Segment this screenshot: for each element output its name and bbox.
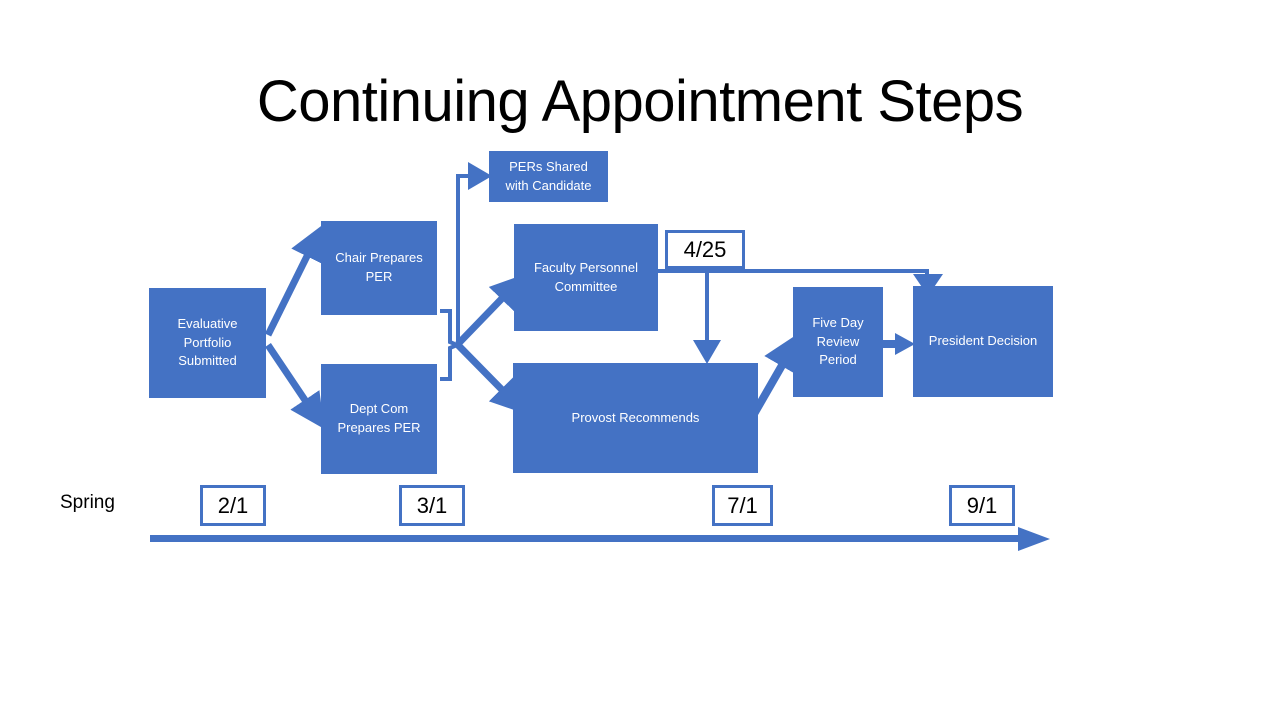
timeline-milestone-3-1[interactable]: 3/1 — [399, 485, 465, 526]
process-box-pers-shared[interactable]: PERs Shared with Candidate — [489, 151, 608, 202]
callout-label: 4/25 — [683, 236, 727, 262]
connector-bracket-to-pers-vertical — [456, 176, 460, 346]
connector-fpc-to-president-arrowhead — [913, 274, 943, 296]
connector-bracket-to-fpc — [455, 273, 526, 347]
process-box-evaluative-portfolio[interactable]: Evaluative Portfolio Submitted — [149, 288, 266, 398]
connector-bracket-to-pers-arrowhead — [468, 162, 492, 190]
milestone-label: 2/1 — [217, 492, 249, 518]
connector-fpc-to-provost-line — [705, 266, 709, 348]
timeline-season-label: Spring — [60, 492, 115, 513]
process-box-label: President Decision — [928, 333, 1038, 349]
milestone-label: 7/1 — [727, 492, 758, 518]
process-box-provost-recommends[interactable]: Provost Recommends — [513, 363, 758, 473]
connector-portfolio-to-dept-com — [265, 343, 325, 429]
process-box-label: Five Day Review Period — [812, 314, 864, 368]
connector-five-day-to-president — [881, 333, 915, 355]
timeline-axis-arrowhead — [1018, 527, 1050, 551]
timeline-milestone-2-1[interactable]: 2/1 — [200, 485, 266, 526]
process-box-president-decision[interactable]: President Decision — [913, 286, 1053, 397]
milestone-label: 3/1 — [416, 492, 448, 518]
connector-portfolio-to-chair — [264, 224, 323, 337]
connector-fpc-to-president-horizontal — [658, 269, 929, 273]
callout-date-425[interactable]: 4/25 — [665, 230, 745, 269]
timeline-axis-bar — [150, 535, 1022, 542]
process-box-label: Evaluative Portfolio Submitted — [177, 315, 238, 369]
process-box-label: PERs Shared with Candidate — [505, 158, 592, 193]
process-box-label: Provost Recommends — [571, 409, 700, 425]
connector-provost-to-five-day — [750, 331, 802, 416]
process-box-dept-com-prepares-per[interactable]: Dept Com Prepares PER — [321, 364, 437, 474]
process-box-five-day-review[interactable]: Five Day Review Period — [793, 287, 883, 397]
process-box-label: Dept Com Prepares PER — [337, 401, 421, 435]
connector-fpc-to-provost-arrowhead — [693, 340, 721, 364]
process-box-faculty-personnel-committee[interactable]: Faculty Personnel Committee — [514, 224, 658, 331]
connector-bracket-to-provost — [455, 342, 526, 414]
process-box-chair-prepares-per[interactable]: Chair Prepares PER — [321, 221, 437, 315]
connector-bracket-to-pers-horizontal — [456, 174, 474, 178]
milestone-label: 9/1 — [966, 492, 998, 518]
timeline-milestone-9-1[interactable]: 9/1 — [949, 485, 1015, 526]
process-box-label: Faculty Personnel Committee — [533, 259, 639, 294]
timeline-milestone-7-1[interactable]: 7/1 — [712, 485, 773, 526]
process-box-label: Chair Prepares PER — [335, 250, 423, 284]
page-title: Continuing Appointment Steps — [256, 69, 1024, 134]
